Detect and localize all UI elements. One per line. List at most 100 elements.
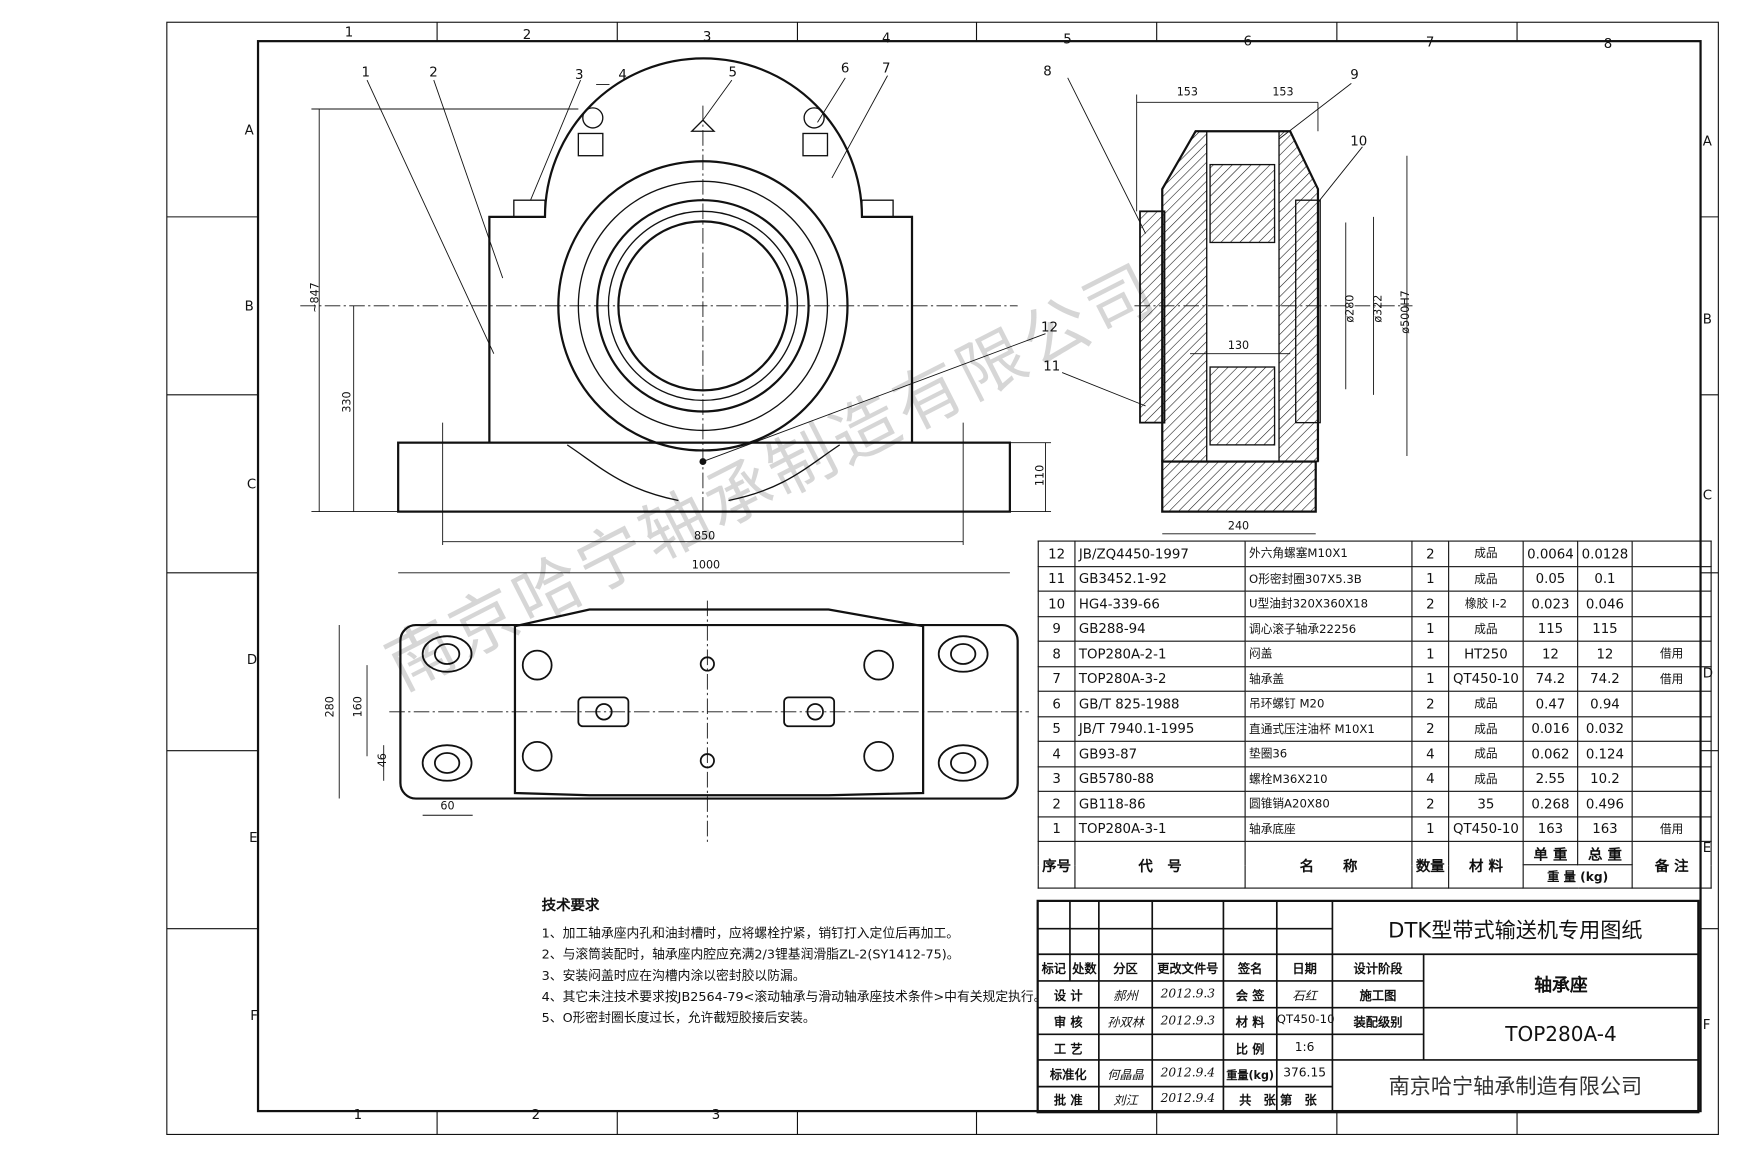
dim-153-right: 153 [1272,86,1294,99]
parts-cell-remark [1631,765,1712,792]
parts-cell-material: 成品 [1448,565,1524,592]
note-item: 2、与滚筒装配时，轴承座内腔应充满2/3锂基润滑脂ZL-2(SY1412-75)… [541,946,960,963]
parts-cell-name: 轴承盖 [1244,665,1413,692]
header-material: 材 料 [1448,840,1524,889]
grid-col-3-bottom: 3 [711,1106,721,1123]
parts-cell-total: 10.2 [1577,765,1633,792]
balloon-12: 12 [1041,319,1059,335]
balloon-3: 3 [575,66,584,83]
grid-row-f-right: F [1702,1016,1711,1033]
grid-row-a: A [244,122,254,138]
parts-cell-total: 0.0128 [1577,540,1633,567]
balloon-1: 1 [361,64,370,81]
grid-col-2-bottom: 2 [531,1106,541,1123]
grid-col-5: 5 [1063,31,1072,47]
header-no: 序号 [1037,840,1076,889]
dim-850: 850 [694,530,716,543]
section-view [1061,77,1413,535]
assembly-label: 装配级别 [1353,1015,1403,1030]
balloon-9: 9 [1350,66,1359,83]
balloon-10: 10 [1350,133,1368,150]
parts-cell-name: 轴承底座 [1244,815,1413,842]
outer-border [166,21,1719,1136]
parts-cell-qty: 4 [1411,740,1450,767]
parts-cell-remark [1631,615,1712,642]
rev-header-count: 处数 [1072,962,1097,977]
grid-row-e: E [249,829,258,846]
process-label: 工 艺 [1053,1042,1083,1057]
stage-label: 设计阶段 [1353,962,1403,977]
rev-header-mark: 标记 [1041,962,1067,977]
parts-cell-no: 3 [1037,765,1076,792]
grid-row-c-right: C [1702,487,1713,503]
parts-cell-qty: 1 [1411,615,1450,642]
parts-cell-total: 74.2 [1577,665,1633,692]
parts-cell-total: 0.032 [1577,715,1633,742]
parts-cell-material: HT250 [1448,640,1524,667]
company-name: 南京哈宁轴承制造有限公司 [1388,1074,1643,1099]
parts-cell-name: O形密封圈307X5.3B [1244,565,1413,592]
material-value: QT450-10 [1276,1013,1335,1027]
grid-col-2: 2 [522,26,532,43]
grid-row-d: D [246,651,258,668]
parts-cell-qty: 1 [1411,565,1450,592]
parts-cell-code: TOP280A-3-2 [1074,665,1246,692]
parts-cell-material: 成品 [1448,765,1524,792]
grid-ticks [166,22,1719,1135]
dim-240: 240 [1227,520,1250,533]
parts-cell-unit: 0.0064 [1522,540,1579,567]
weight-label: 重量(kg) [1226,1069,1274,1083]
part-name: 轴承座 [1534,974,1588,996]
parts-cell-material: QT450-10 [1448,815,1524,842]
grid-row-b: B [244,298,254,314]
parts-cell-unit: 0.016 [1522,715,1579,742]
grid-col-1-bottom: 1 [353,1106,363,1123]
dim-60: 60 [440,800,455,814]
balloon-4: 4 [618,66,627,83]
technical-requirements: 技术要求 1、加工轴承座内孔和油封槽时，应将螺栓拧紧，销钉打入定位后再加工。 2… [542,895,1047,1028]
parts-cell-no: 6 [1037,690,1076,717]
material-label: 材 料 [1235,1015,1265,1030]
header-code: 代 号 [1074,840,1246,889]
parts-cell-material: 35 [1448,790,1524,817]
parts-cell-no: 12 [1037,540,1076,567]
grid-row-a-right: A [1702,133,1712,150]
grid-col-3: 3 [702,28,712,45]
standard-signature: 何晶晶 [1107,1067,1144,1083]
parts-cell-qty: 4 [1411,765,1450,792]
header-qty: 数量 [1411,840,1450,889]
design-date: 2012.9.3 [1160,986,1216,1001]
parts-cell-unit: 0.023 [1522,590,1579,617]
balloon-6: 6 [840,60,850,76]
parts-cell-code: GB288-94 [1074,615,1246,642]
plan-view [338,600,1029,846]
balloon-11: 11 [1043,358,1061,374]
parts-cell-unit: 0.05 [1522,565,1579,592]
approve-label: 批 准 [1053,1093,1083,1108]
header-total-weight: 总 重 [1577,840,1633,866]
parts-cell-name: U型油封320X360X18 [1244,590,1413,617]
parts-cell-code: GB5780-88 [1074,765,1246,792]
dim-153-left: 153 [1176,86,1198,99]
parts-cell-code: TOP280A-3-1 [1074,815,1246,842]
parts-cell-remark [1631,565,1712,592]
parts-cell-unit: 74.2 [1522,665,1579,692]
rev-header-date: 日期 [1292,962,1317,977]
parts-cell-total: 0.1 [1577,565,1633,592]
parts-cell-name: 吊环螺钉 M20 [1244,690,1413,717]
design-label: 设 计 [1053,988,1083,1004]
project-title: DTK型带式输送机专用图纸 [1388,918,1643,944]
balloon-8: 8 [1043,63,1052,79]
stage-value: 施工图 [1359,988,1397,1004]
approve-signature: 刘江 [1113,1093,1138,1108]
grid-col-4: 4 [881,30,891,46]
scale-value: 1:6 [1294,1039,1315,1055]
